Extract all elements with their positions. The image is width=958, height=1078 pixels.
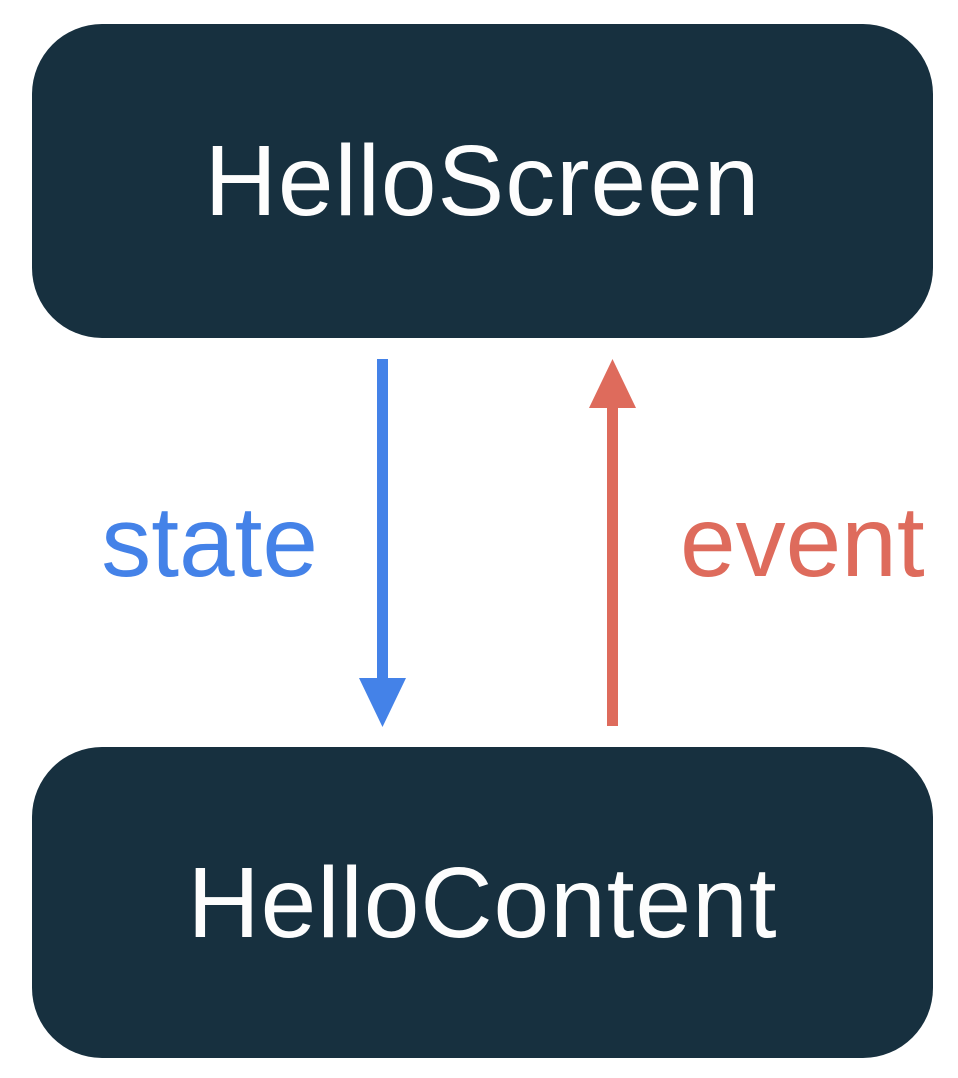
node-hello-content-label: HelloContent	[187, 846, 778, 959]
event-arrow-shaft	[607, 405, 618, 726]
state-arrow-head	[359, 678, 406, 727]
state-arrow	[359, 359, 406, 727]
node-hello-screen: HelloScreen	[32, 24, 933, 338]
event-arrow-head	[589, 359, 636, 408]
state-arrow-shaft	[377, 359, 388, 680]
node-hello-content: HelloContent	[32, 747, 933, 1058]
event-arrow	[589, 359, 636, 726]
node-hello-screen-label: HelloScreen	[204, 125, 761, 237]
state-edge-label: state	[101, 486, 318, 598]
event-edge-label: event	[680, 486, 925, 598]
